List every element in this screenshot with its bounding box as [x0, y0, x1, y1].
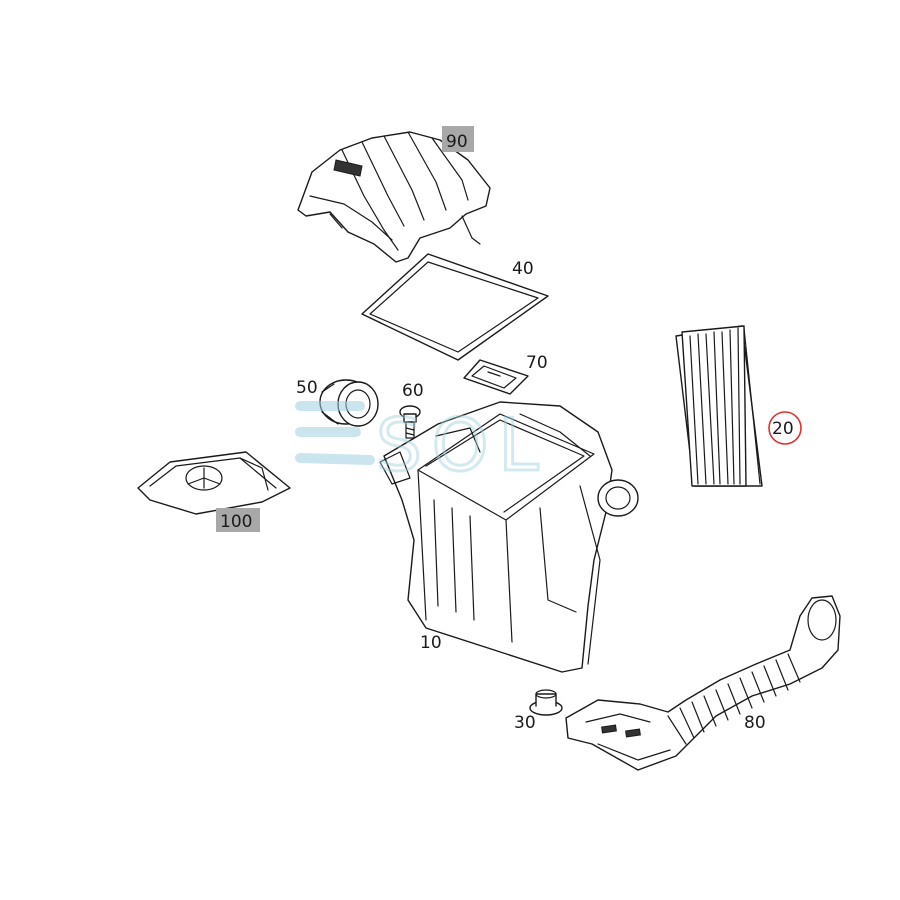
- label-70: 70: [526, 353, 548, 373]
- bracket-part-70: [463, 359, 529, 395]
- label-tag-100: 100: [216, 508, 260, 532]
- svg-text:90: 90: [446, 132, 468, 152]
- svg-text:SOL: SOL: [376, 403, 549, 487]
- svg-text:100: 100: [220, 512, 252, 532]
- watermark: SOL: [295, 401, 549, 489]
- cover-plate-part-100: [137, 451, 291, 515]
- filter-housing-part-10: [379, 401, 639, 673]
- label-30: 30: [514, 713, 536, 733]
- svg-text:20: 20: [772, 419, 794, 439]
- label-50: 50: [296, 378, 318, 398]
- label-60: 60: [402, 381, 424, 401]
- label-ring-20: 20: [768, 411, 802, 445]
- label-tag-90: 90: [442, 126, 474, 152]
- filter-element-part-20: [675, 325, 763, 487]
- label-80: 80: [744, 713, 766, 733]
- seal-part-40: [361, 253, 549, 361]
- label-10: 10: [420, 633, 442, 653]
- grommet-part-30: [529, 689, 563, 716]
- bolt-part-60: [399, 405, 421, 439]
- engine-cover-part-90: [297, 131, 491, 263]
- label-40: 40: [512, 259, 534, 279]
- intake-duct-part-80: [565, 595, 841, 771]
